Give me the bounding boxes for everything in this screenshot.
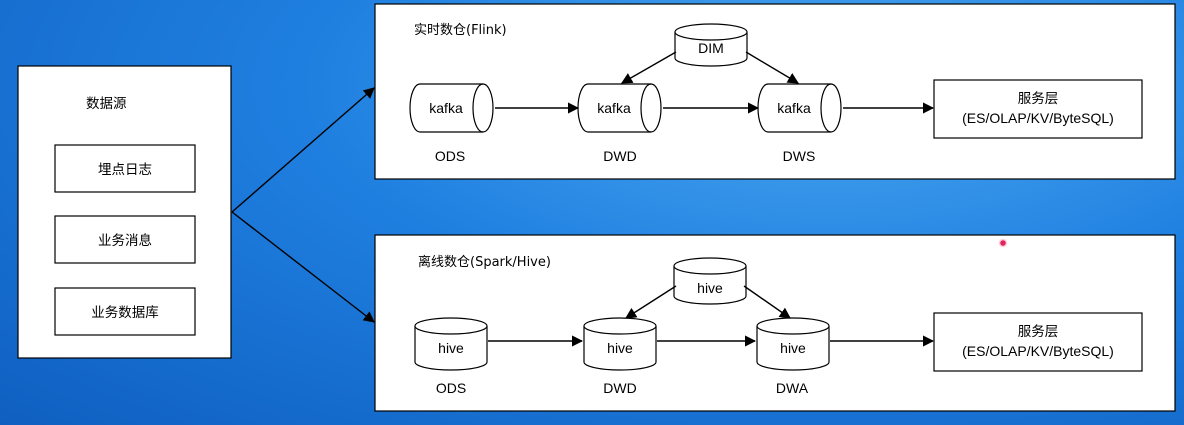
- node-label: hive: [438, 340, 464, 356]
- edge-dim-to-dws: [745, 51, 799, 84]
- offline-dwa-hive-node: hive: [756, 317, 830, 371]
- service-title: 服务层: [1018, 324, 1059, 340]
- service-title: 服务层: [1018, 91, 1059, 107]
- offline-ods-hive-node: hive: [414, 317, 488, 371]
- source-item-label: 埋点日志: [98, 162, 152, 178]
- stage-label-dwa: DWA: [776, 380, 809, 396]
- edge-hive-to-dwa: [743, 285, 791, 319]
- source-item-business-database: 业务数据库: [54, 287, 196, 336]
- stage-label-dws: DWS: [783, 148, 816, 164]
- stage-label-ods: ODS: [435, 148, 465, 164]
- offline-service-layer: 服务层 (ES/OLAP/KV/ByteSQL): [933, 312, 1143, 372]
- realtime-panel: 实时数仓(Flink) kafka kafka kafka DIM ODS DW…: [374, 3, 1176, 180]
- edge-dim-to-dwd: [621, 51, 677, 84]
- stage-label-ods: ODS: [436, 380, 466, 396]
- source-item-business-message: 业务消息: [54, 215, 196, 264]
- realtime-panel-title: 实时数仓(Flink): [414, 23, 507, 38]
- watermark: @稀土掘金技术社区: [1027, 391, 1172, 410]
- offline-dim-hive-node: hive: [673, 257, 747, 305]
- source-panel-title: 数据源: [86, 96, 127, 112]
- offline-panel-title: 离线数仓(Spark/Hive): [418, 254, 551, 270]
- node-label: hive: [607, 340, 633, 356]
- node-label: kafka: [429, 100, 463, 116]
- realtime-service-layer: 服务层 (ES/OLAP/KV/ByteSQL): [933, 79, 1143, 139]
- node-label: hive: [697, 280, 723, 296]
- stage-label-dwd: DWD: [603, 148, 636, 164]
- realtime-dws-kafka-node: kafka: [757, 83, 842, 133]
- offline-dwd-hive-node: hive: [583, 317, 657, 371]
- edge-source-to-offline: [231, 211, 375, 323]
- service-subtitle: (ES/OLAP/KV/ByteSQL): [962, 110, 1114, 126]
- realtime-dim-node: DIM: [674, 23, 748, 67]
- source-panel: 数据源 埋点日志 业务消息 业务数据库: [17, 65, 232, 359]
- realtime-ods-kafka-node: kafka: [409, 83, 494, 133]
- realtime-dwd-kafka-node: kafka: [577, 83, 662, 133]
- source-item-label: 业务消息: [98, 232, 152, 249]
- edge-hive-to-dwd: [625, 285, 677, 319]
- stage-label-dwd: DWD: [603, 380, 636, 396]
- node-label: hive: [780, 340, 806, 356]
- source-item-label: 业务数据库: [91, 305, 159, 321]
- service-subtitle: (ES/OLAP/KV/ByteSQL): [962, 343, 1114, 359]
- node-label: kafka: [597, 100, 631, 116]
- cursor-dot: [998, 238, 1008, 248]
- source-item-tracking-log: 埋点日志: [54, 144, 196, 193]
- node-label: DIM: [698, 40, 724, 56]
- node-label: kafka: [777, 100, 811, 116]
- edge-source-to-realtime: [231, 87, 375, 213]
- offline-panel: 离线数仓(Spark/Hive) hive hive hive hive ODS…: [374, 234, 1176, 412]
